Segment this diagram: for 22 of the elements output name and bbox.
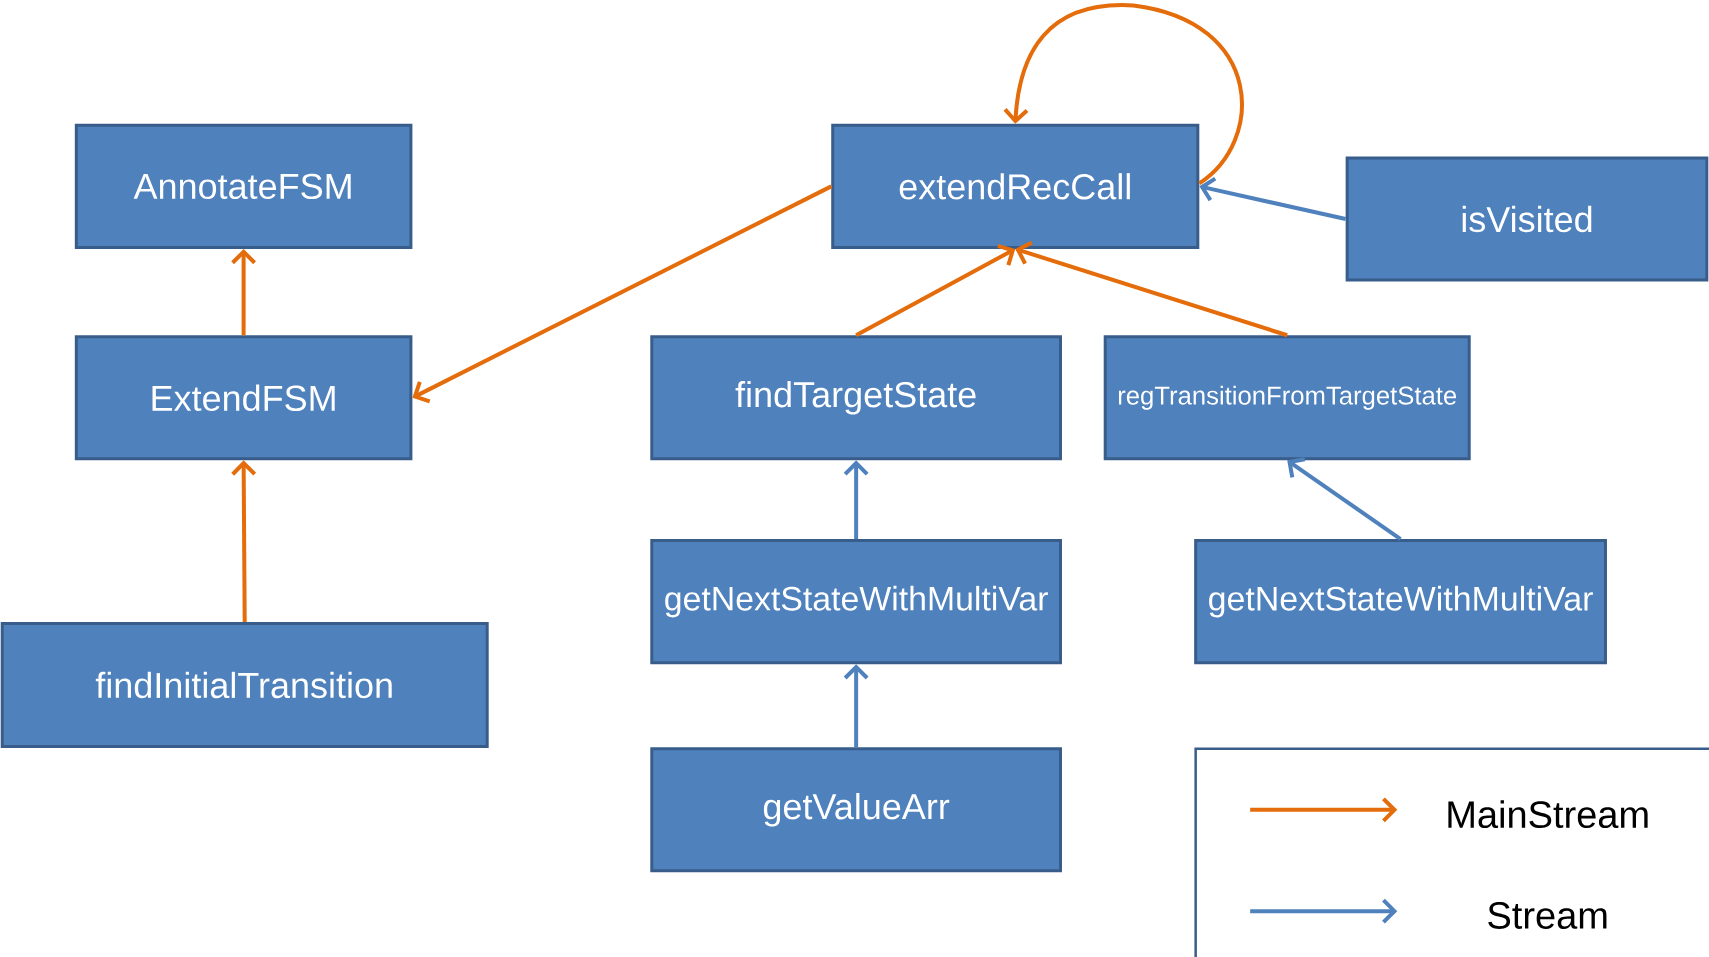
- process-box: extendRecCall: [831, 123, 1200, 249]
- arrow: [231, 248, 257, 336]
- arrow: [1199, 176, 1347, 221]
- process-box: getValueArr: [650, 747, 1062, 873]
- process-box: regTransitionFromTargetState: [1103, 335, 1471, 461]
- arrow: [855, 243, 1016, 337]
- arrow: [1015, 240, 1288, 338]
- process-box: findTargetState: [650, 335, 1062, 461]
- arrow: [843, 664, 869, 748]
- arrow: [412, 184, 833, 404]
- process-box: isVisited: [1345, 156, 1709, 282]
- process-box: getNextStateWithMultiVar: [650, 539, 1062, 665]
- arrow: [1287, 457, 1402, 541]
- arrow: [843, 460, 869, 540]
- legend-label: MainStream: [1448, 800, 1648, 829]
- arrow: [231, 460, 257, 622]
- process-box: findInitialTransition: [0, 621, 489, 749]
- legend-label: Stream: [1488, 902, 1607, 929]
- arrow: [1003, 3, 1244, 185]
- process-box: getNextStateWithMultiVar: [1194, 539, 1607, 665]
- process-box: ExtendFSM: [74, 335, 413, 461]
- process-box: AnnotateFSM: [74, 123, 413, 249]
